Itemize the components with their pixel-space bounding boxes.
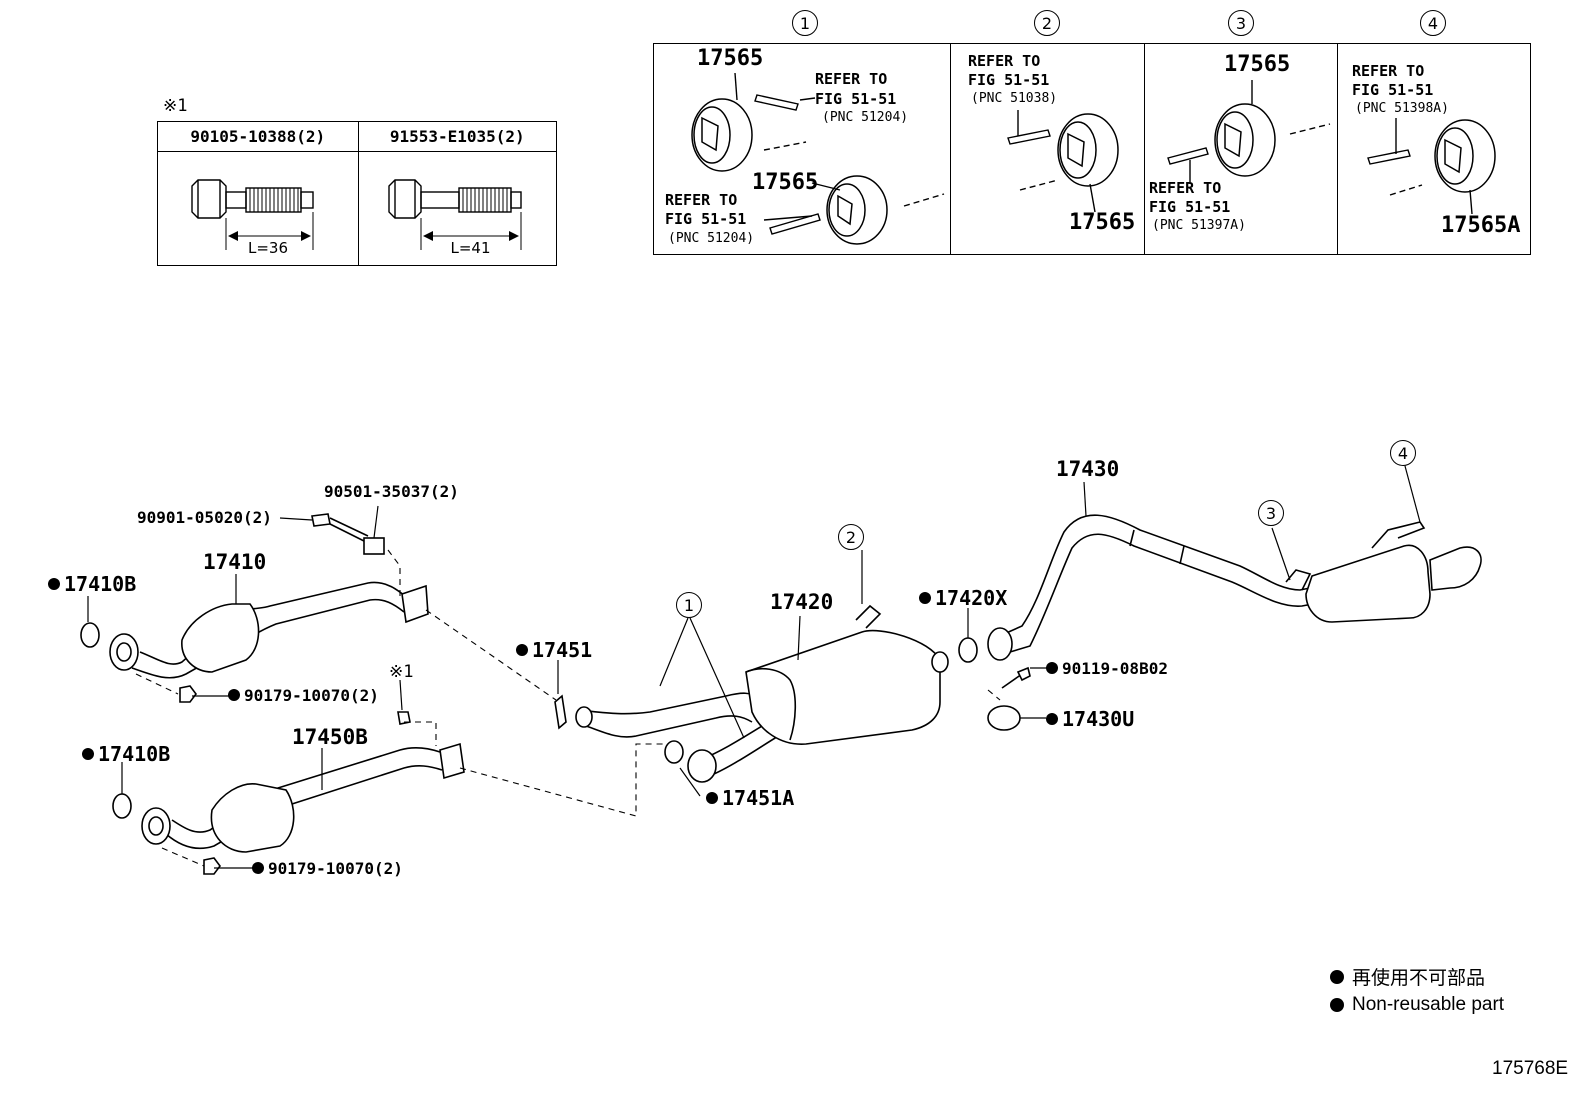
- legend-text-jp: 再使用不可部品: [1352, 968, 1486, 989]
- hanger-panel-2: [951, 44, 1145, 254]
- callout-1: 1: [676, 592, 702, 618]
- legend-row: 再使用不可部品: [1330, 963, 1504, 990]
- panel-number-4: 4: [1420, 10, 1446, 36]
- hanger-panel-3: [1145, 44, 1339, 254]
- hanger-detail-table: [653, 43, 1531, 255]
- refer-to-label: REFER TO: [1149, 179, 1222, 197]
- bolt-length: L=36: [248, 239, 289, 257]
- part-17565A-label: 17565A: [1441, 213, 1521, 238]
- pnc-reference: (PNC 51397A): [1152, 218, 1246, 233]
- bullet-icon: [1330, 969, 1344, 984]
- figure-code: 175768E: [1492, 1058, 1569, 1079]
- part-label-17430U: 17430U: [1046, 709, 1134, 729]
- part-label-90179: 90179-10070(2): [252, 861, 403, 877]
- bolt-part-number: 90105-10388(2): [158, 122, 358, 152]
- part-label-17410: 17410: [203, 550, 267, 574]
- fig-reference: FIG 51-51: [1149, 198, 1231, 216]
- callout-2: 2: [838, 524, 864, 550]
- panel-number-3: 3: [1228, 10, 1254, 36]
- part-label-90179: 90179-10070(2): [228, 688, 379, 704]
- pnc-reference: (PNC 51038): [971, 91, 1058, 106]
- bolt-spec-cell-1: 90105-10388(2) L=3: [158, 122, 359, 265]
- part-label-17450B: 17450B: [292, 725, 368, 749]
- part-label-17451A: 17451A: [706, 788, 794, 808]
- pnc-reference: (PNC 51398A): [1355, 101, 1449, 116]
- legend-text-en: Non-reusable part: [1352, 994, 1505, 1015]
- bullet-icon: [1330, 998, 1344, 1012]
- refer-to-label: REFER TO: [815, 70, 888, 88]
- part-label-17420: 17420: [770, 590, 834, 614]
- bolt-length: L=41: [450, 239, 491, 257]
- note-mark-1: ※1: [163, 96, 188, 116]
- note-mark-1: ※1: [389, 662, 414, 682]
- bolt-icon: [191, 179, 314, 250]
- legend-row: Non-reusable part: [1330, 994, 1504, 1016]
- panel-number-2: 2: [1034, 10, 1060, 36]
- part-17565-label: 17565: [697, 46, 764, 71]
- refer-to-label: REFER TO: [665, 191, 738, 209]
- panel-number-1: 1: [792, 10, 818, 36]
- fig-reference: FIG 51-51: [665, 210, 747, 228]
- part-label-90901: 90901-05020(2): [137, 508, 272, 527]
- part-label-17410B: 17410B: [48, 574, 136, 594]
- part-17565-label: 17565: [1069, 210, 1136, 235]
- hanger-panel-1: [654, 44, 952, 254]
- callout-4: 4: [1390, 440, 1416, 466]
- fig-reference: FIG 51-51: [968, 71, 1050, 89]
- part-label-17420X: 17420X: [919, 588, 1007, 608]
- part-label-17410B: 17410B: [82, 744, 170, 764]
- bolt-spec-cell-2: 91553-E1035(2) L=41: [358, 122, 556, 265]
- bolt-icon: [387, 179, 522, 250]
- callout-3: 3: [1258, 500, 1284, 526]
- part-label-90119: 90119-08B02: [1046, 661, 1168, 677]
- fig-reference: FIG 51-51: [815, 90, 897, 108]
- part-label-17451: 17451: [516, 640, 592, 660]
- part-label-17430: 17430: [1056, 457, 1120, 481]
- refer-to-label: REFER TO: [1352, 62, 1425, 80]
- part-17565-label: 17565: [752, 170, 819, 195]
- refer-to-label: REFER TO: [968, 52, 1041, 70]
- fig-reference: FIG 51-51: [1352, 81, 1434, 99]
- bolt-part-number: 91553-E1035(2): [358, 122, 556, 152]
- part-17565-label: 17565: [1224, 52, 1291, 77]
- pnc-reference: (PNC 51204): [822, 110, 909, 125]
- bolt-spec-table: 90105-10388(2) L=3: [157, 121, 557, 266]
- legend: 再使用不可部品 Non-reusable part: [1330, 963, 1504, 1020]
- part-label-90501: 90501-35037(2): [324, 482, 459, 501]
- pnc-reference: (PNC 51204): [668, 231, 755, 246]
